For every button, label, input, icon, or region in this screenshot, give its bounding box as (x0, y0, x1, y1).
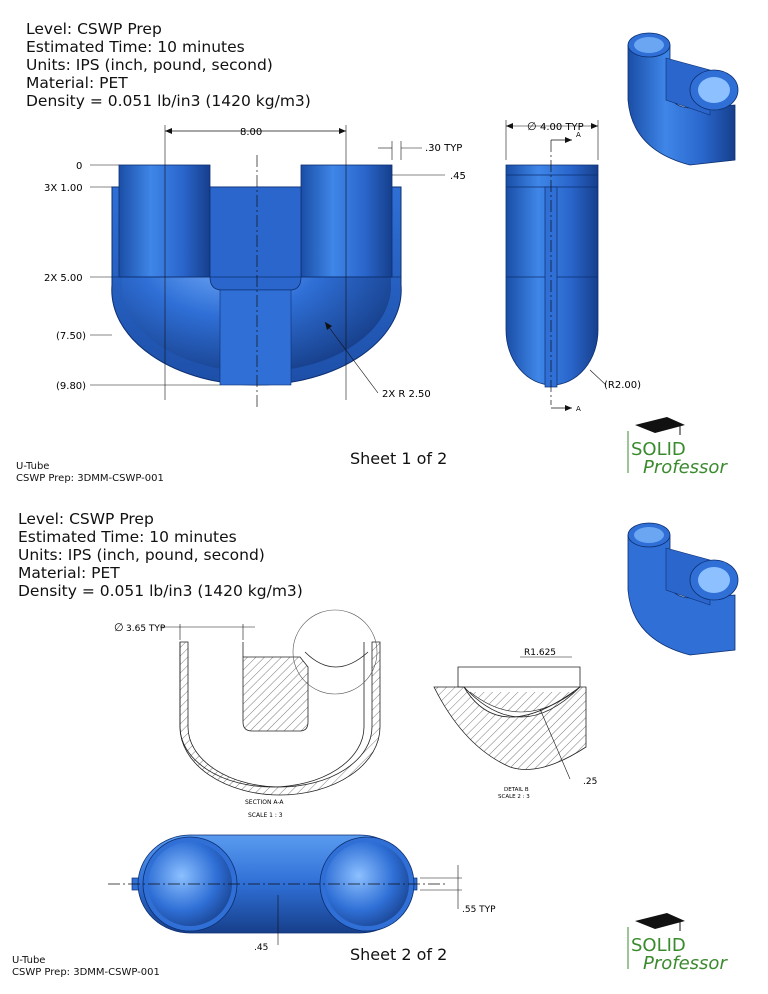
density-text: Density = 0.051 lb/in3 (1420 kg/m3) (26, 92, 311, 110)
material-text: Material: PET (18, 564, 120, 582)
sheet-2: Level: CSWP Prep Estimated Time: 10 minu… (0, 497, 768, 994)
iso-view-2 (627, 522, 739, 656)
density-text: Density = 0.051 lb/in3 (1420 kg/m3) (18, 582, 303, 600)
typ-dim: .55 TYP (462, 905, 496, 915)
section-dims: ∅ 3.65 TYP SECTION A-A SCALE 1 : 3 (114, 621, 284, 819)
detail-b (433, 656, 587, 780)
logo-line2: Professor (643, 953, 728, 974)
wall-dim: .30 TYP (425, 143, 462, 154)
detail-dims: R1.625 .25 DETAIL B SCALE 2 : 3 (498, 648, 597, 800)
front-view (111, 125, 402, 410)
section-a-top: A (576, 131, 581, 139)
solid-professor-logo-1: SOLID Professor (627, 417, 728, 478)
bottom-dims: .55 TYP .45 (254, 865, 496, 953)
part-code: CSWP Prep: 3DMM-CSWP-001 (12, 967, 160, 978)
bottom-dim: .45 (254, 943, 268, 953)
level-text: Level: CSWP Prep (18, 510, 154, 528)
section-a-bottom: A (576, 405, 581, 413)
side-dims: ∅ 4.00 TYP A A (R2.00) (505, 120, 641, 413)
detail-title: DETAIL B (504, 787, 529, 793)
ord-3: (7.50) (56, 331, 86, 342)
front-dims: 8.00 .30 TYP .45 0 3X 1.00 2X 5.00 (7.50… (44, 127, 466, 400)
time-text: Estimated Time: 10 minutes (18, 528, 237, 546)
material-text: Material: PET (26, 74, 128, 92)
title-block: U-Tube CSWP Prep: 3DMM-CSWP-001 (16, 461, 164, 485)
iso-view-1 (627, 32, 739, 166)
sheet1-drawing: 8.00 .30 TYP .45 0 3X 1.00 2X 5.00 (7.50… (44, 32, 739, 478)
logo-line1: SOLID (631, 935, 686, 956)
title-block: U-Tube CSWP Prep: 3DMM-CSWP-001 (12, 955, 160, 979)
time-text: Estimated Time: 10 minutes (26, 38, 245, 56)
sheet-1: Level: CSWP Prep Estimated Time: 10 minu… (16, 20, 739, 485)
r-ref-dim: (R2.00) (604, 380, 641, 391)
part-name: U-Tube (12, 955, 46, 966)
section-scale: SCALE 1 : 3 (248, 812, 283, 819)
logo-line1: SOLID (631, 439, 686, 460)
level-text: Level: CSWP Prep (26, 20, 162, 38)
detail-radius: R1.625 (524, 648, 556, 658)
section-title: SECTION A-A (245, 799, 284, 806)
ord-1: 3X 1.00 (44, 183, 83, 194)
sheet2-drawing: ∅ 3.65 TYP SECTION A-A SCALE 1 : 3 R1.62… (108, 522, 739, 974)
ord-4: (9.80) (56, 381, 86, 392)
part-info: Level: CSWP Prep Estimated Time: 10 minu… (26, 20, 311, 110)
diameter-symbol: ∅ (527, 120, 537, 133)
detail-scale: SCALE 2 : 3 (498, 794, 530, 800)
ord-2: 2X 5.00 (44, 273, 83, 284)
lip-dim: .45 (450, 171, 466, 182)
sheet-label: Sheet 1 of 2 (350, 449, 448, 468)
diameter-symbol: ∅ (114, 621, 124, 634)
sheet-label: Sheet 2 of 2 (350, 945, 448, 964)
ord-0: 0 (76, 161, 82, 172)
units-text: Units: IPS (inch, pound, second) (26, 56, 273, 74)
width-dim: 8.00 (240, 127, 262, 138)
side-view (505, 137, 599, 411)
part-name: U-Tube (16, 461, 50, 472)
detail-thickness: .25 (583, 777, 597, 787)
part-info: Level: CSWP Prep Estimated Time: 10 minu… (18, 510, 303, 600)
part-code: CSWP Prep: 3DMM-CSWP-001 (16, 473, 164, 484)
dia-dim: 4.00 TYP (540, 122, 584, 133)
logo-line2: Professor (643, 457, 728, 478)
dia-dim: 3.65 TYP (126, 624, 166, 634)
solid-professor-logo-2: SOLID Professor (627, 913, 728, 974)
bottom-view (108, 834, 448, 934)
units-text: Units: IPS (inch, pound, second) (18, 546, 265, 564)
radius-dim: 2X R 2.50 (382, 389, 431, 400)
section-a-a (179, 609, 381, 796)
